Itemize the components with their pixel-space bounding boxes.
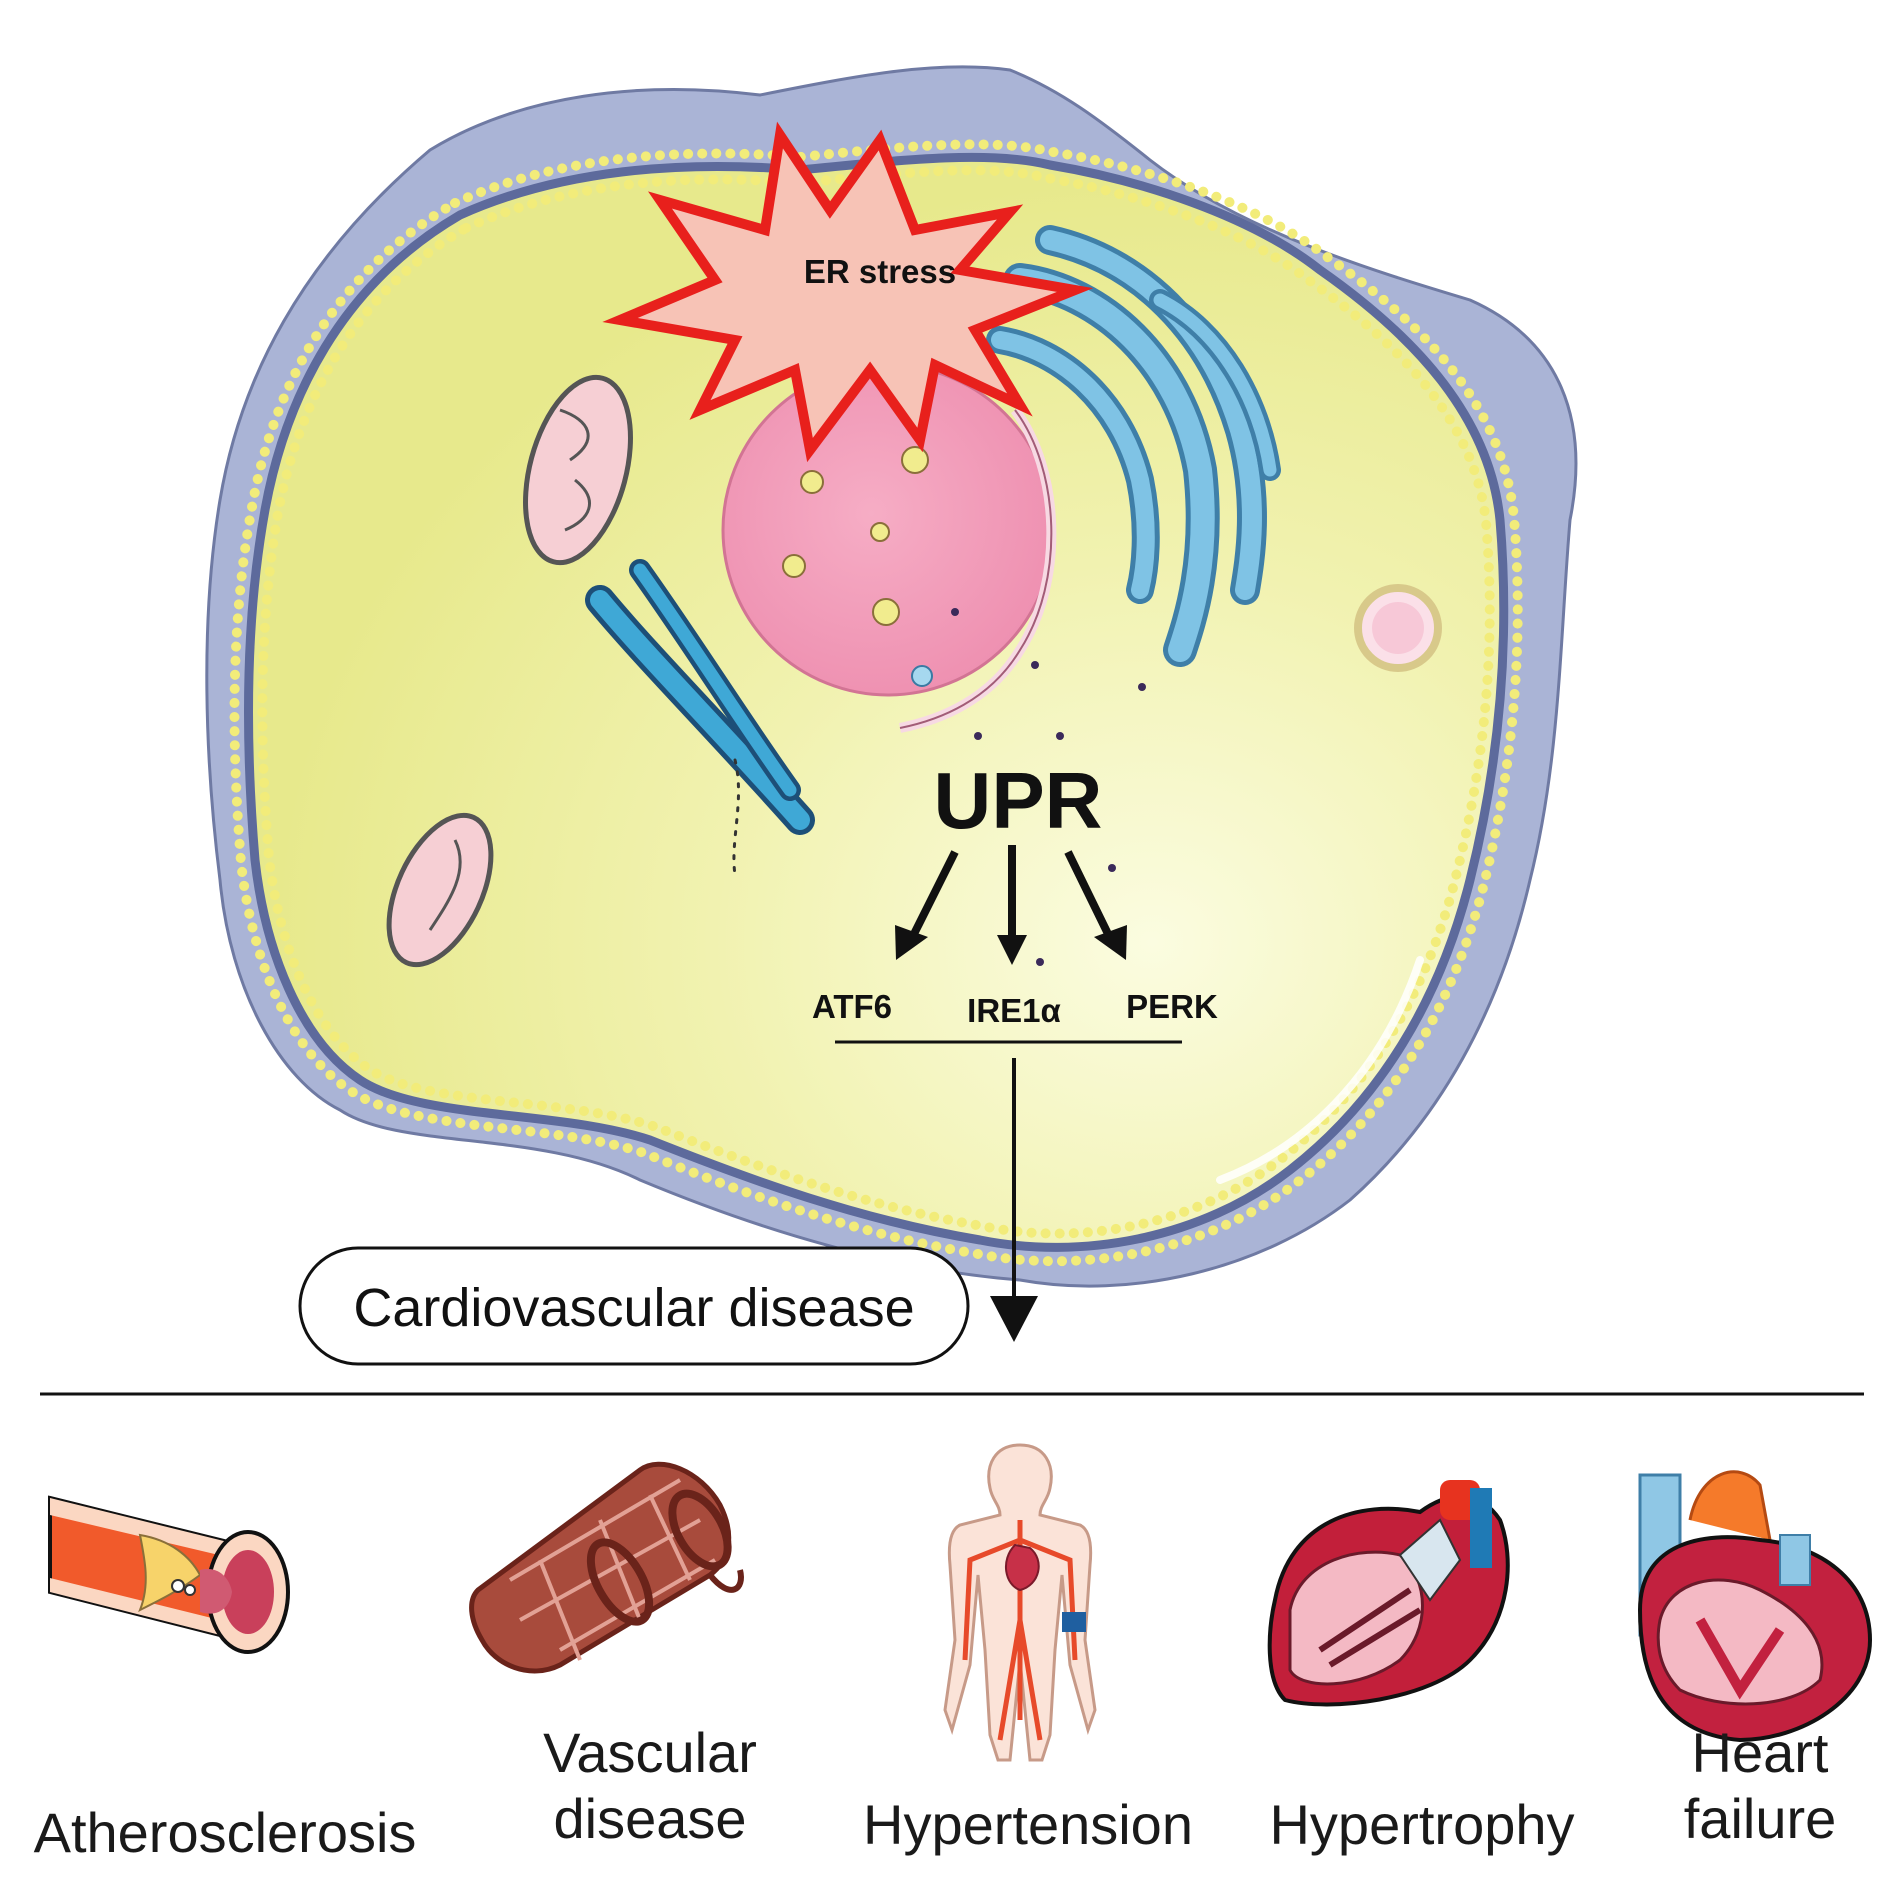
cytoplasm-granules (951, 608, 1146, 966)
plasma-membrane-beads-outer (229, 139, 1523, 1267)
artery-plaque-icon (48, 1495, 290, 1654)
golgi-apparatus (986, 225, 1281, 667)
branch-label-atf6: ATF6 (812, 988, 892, 1025)
label-heart-failure: Heart failure (1683, 1721, 1837, 1850)
plasma-membrane-beads-inner (257, 165, 1495, 1239)
cell-sheen (1216, 956, 1424, 1184)
branch-label-ire1a: IRE1α (967, 992, 1061, 1029)
mitochondrion-lower (386, 812, 494, 968)
er-stress-burst: ER stress (602, 121, 1094, 463)
label-hypertrophy: Hypertrophy (1269, 1793, 1575, 1856)
endoplasmic-reticulum (585, 559, 815, 877)
cardiovascular-disease-label: Cardiovascular disease (353, 1278, 914, 1338)
damaged-vessel-icon (469, 1461, 744, 1674)
label-vascular-disease: Vascular disease (543, 1721, 757, 1850)
upr-label: UPR (934, 756, 1103, 845)
cardiovascular-disease-box (298, 1246, 970, 1366)
vesicle (1354, 584, 1442, 672)
disease-labels: Atherosclerosis Vascular disease Hyperte… (0, 1721, 1902, 1880)
er-stress-label: ER stress (804, 253, 956, 290)
hypertrophic-heart-icon (1267, 1480, 1510, 1707)
label-hypertension: Hypertension (863, 1793, 1193, 1856)
branch-label-perk: PERK (1126, 988, 1218, 1025)
failing-heart-icon (1637, 1470, 1873, 1743)
plasma-membrane-core (243, 152, 1509, 1252)
upr-branch-arrows (895, 845, 1127, 965)
human-circulation-icon (943, 1443, 1097, 1762)
label-atherosclerosis: Atherosclerosis (33, 1801, 417, 1864)
mitochondrion-upper (523, 374, 633, 566)
outcome-arrow-head (990, 1296, 1038, 1342)
